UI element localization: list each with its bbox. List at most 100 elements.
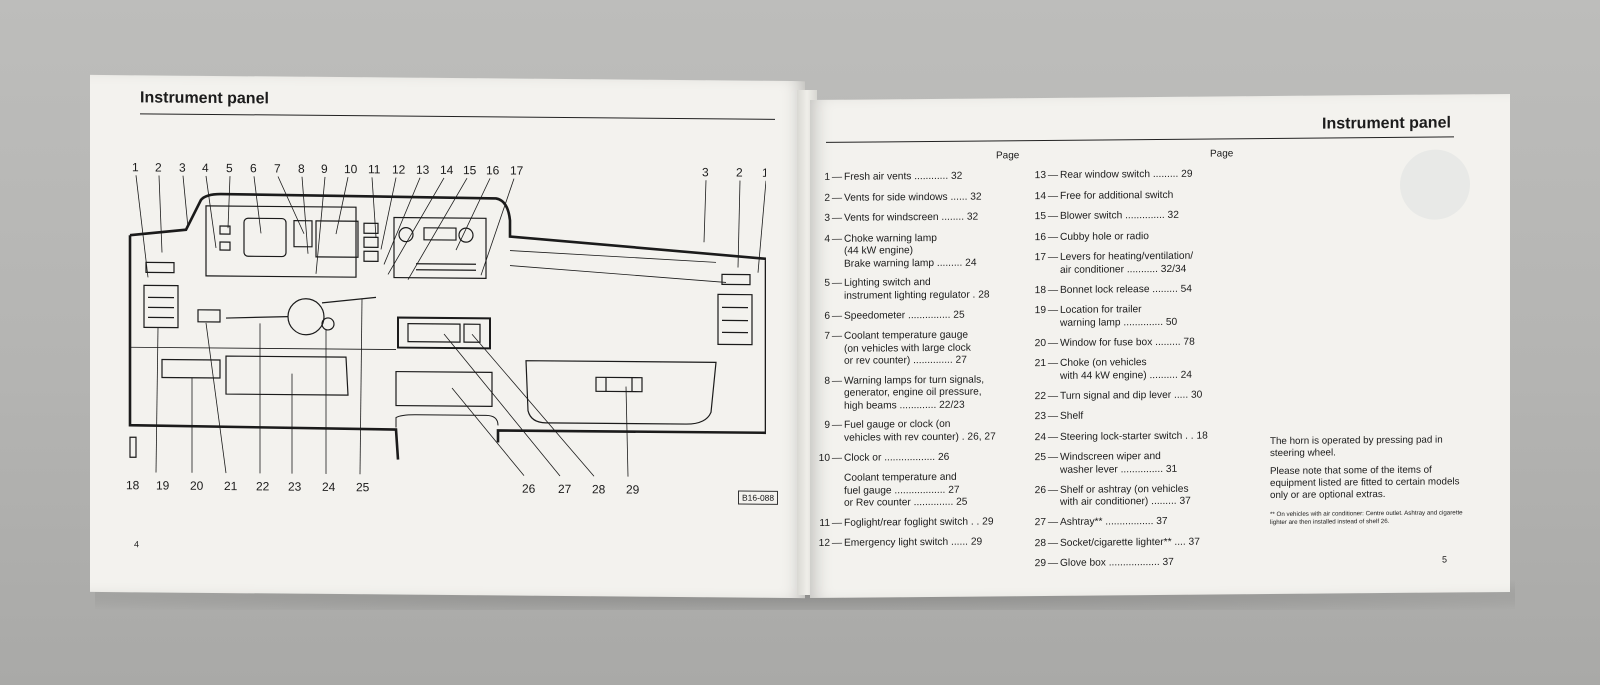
entry-text: Turn signal and dip lever ..... 30 — [1060, 389, 1203, 402]
entry-text: Fuel gauge or clock (on — [844, 418, 951, 431]
index-entry: 27—Ashtray** ................. 37 — [1016, 515, 1226, 529]
index-entry: 4—Choke warning lamp(44 kW engine)Brake … — [800, 232, 1010, 271]
index-entry: 6—Speedometer ............... 25 — [800, 309, 1010, 323]
entry-text: Levers for heating/ventilation/ — [1060, 250, 1194, 263]
entry-number: 18 — [1034, 284, 1046, 296]
horn-note: The horn is operated by pressing pad in … — [1270, 434, 1443, 460]
index-entry: 7—Coolant temperature gauge(on vehicles … — [800, 329, 1010, 368]
entry-number: 9 — [824, 419, 830, 431]
index-entry: 1—Fresh air vents ............ 32 — [800, 170, 1010, 184]
callout-bottom-20: 20 — [190, 479, 204, 493]
entry-text: Coolant temperature gauge — [844, 329, 969, 342]
title-rule-right — [826, 136, 1454, 143]
entry-text: (on vehicles with large clock — [844, 342, 971, 355]
entry-text: Shelf — [1060, 410, 1084, 422]
callout-top-2: 2 — [736, 166, 743, 180]
entry-text: generator, engine oil pressure, — [844, 386, 982, 399]
callout-top-12: 12 — [392, 163, 406, 177]
entry-text: Free for additional switch — [1060, 189, 1174, 202]
entry-text: (44 kW engine) — [844, 245, 914, 257]
entry-text: Speedometer ............... 25 — [844, 309, 965, 322]
callout-bottom-25: 25 — [356, 480, 370, 494]
see-through-circle — [1400, 149, 1470, 220]
page-title-right: Instrument panel — [1322, 114, 1451, 133]
callout-bottom-24: 24 — [322, 480, 336, 494]
entry-number: 14 — [1034, 190, 1046, 202]
index-entry: 16—Cubby hole or radio — [1016, 230, 1226, 244]
entry-number: 11 — [819, 517, 830, 529]
index-entry: 8—Warning lamps for turn signals,generat… — [800, 374, 1010, 413]
entry-number: 26 — [1034, 484, 1046, 496]
callout-bottom-29: 29 — [626, 483, 640, 497]
entry-text: Cubby hole or radio — [1060, 230, 1149, 243]
callout-top-6: 6 — [250, 161, 257, 175]
callout-top-13: 13 — [416, 163, 430, 177]
entry-text: high beams ............. 22/23 — [844, 399, 965, 412]
entry-number: 28 — [1034, 537, 1046, 549]
entry-number: 1 — [824, 171, 830, 183]
entry-text: air conditioner ........... 32/34 — [1060, 263, 1187, 276]
figure-code: B16-088 — [738, 490, 779, 505]
index-entry: 24—Steering lock-starter switch . . 18 — [1016, 430, 1226, 444]
footnote: ** On vehicles with air conditioner: Cen… — [1270, 509, 1463, 526]
callout-top-1: 1 — [762, 166, 766, 180]
index-entry: 28—Socket/cigarette lighter** .... 37 — [1016, 536, 1226, 550]
index-entry: 17—Levers for heating/ventilation/air co… — [1016, 250, 1226, 277]
callout-bottom-18: 18 — [126, 478, 140, 492]
entry-number: 27 — [1034, 516, 1046, 529]
entry-text: Ashtray** ................. 37 — [1060, 515, 1168, 528]
index-entry: 3—Vents for windscreen ........ 32 — [800, 211, 1010, 225]
callout-bottom-21: 21 — [224, 479, 238, 493]
callout-bottom-23: 23 — [288, 480, 302, 494]
entry-number: 25 — [1034, 451, 1046, 464]
notes: The horn is operated by pressing pad in … — [1270, 434, 1475, 508]
callout-top-2: 2 — [155, 160, 162, 174]
entry-text: Foglight/rear foglight switch . . 29 — [844, 515, 994, 529]
entry-text: with 44 kW engine) .......... 24 — [1060, 369, 1192, 382]
index-entry: 23—Shelf — [1016, 409, 1226, 423]
entry-text: Vents for side windows ...... 32 — [844, 191, 982, 204]
entry-number: 23 — [1034, 410, 1046, 423]
entry-number: 22 — [1034, 390, 1046, 402]
page-column-label-1: Page — [996, 150, 1020, 162]
entry-number: 4 — [824, 233, 830, 245]
entry-text: Emergency light switch ...... 29 — [844, 536, 983, 549]
entry-text: Coolant temperature and — [844, 471, 957, 484]
entry-number: 17 — [1034, 251, 1046, 264]
entry-number: 2 — [824, 192, 830, 204]
callout-top-1: 1 — [132, 160, 139, 174]
title-rule-left — [140, 113, 775, 120]
callout-top-14: 14 — [440, 163, 454, 177]
callout-top-3: 3 — [702, 165, 709, 179]
entry-text: Socket/cigarette lighter** .... 37 — [1060, 536, 1200, 549]
callout-top-9: 9 — [321, 162, 328, 176]
index-entry: 13—Rear window switch ......... 29 — [1016, 168, 1226, 182]
entry-number: 5 — [824, 277, 830, 289]
callout-top-16: 16 — [486, 163, 500, 177]
entry-number: 13 — [1034, 169, 1046, 182]
callout-bottom-27: 27 — [558, 482, 572, 496]
entry-text: Fresh air vents ............ 32 — [844, 170, 963, 183]
callout-top-8: 8 — [298, 162, 305, 176]
entry-text: fuel gauge .................. 27 — [844, 484, 960, 497]
entry-number: 3 — [824, 212, 830, 224]
callout-bottom-19: 19 — [156, 478, 170, 492]
index-entry: 11—Foglight/rear foglight switch . . 29 — [800, 516, 1010, 530]
index-entry: 22—Turn signal and dip lever ..... 30 — [1016, 389, 1226, 403]
index-entry: 12—Emergency light switch ...... 29 — [800, 536, 1010, 550]
entry-text: or Rev counter .............. 25 — [844, 496, 968, 509]
index-entry: 2—Vents for side windows ...... 32 — [800, 191, 1010, 205]
entry-text: with air conditioner) ......... 37 — [1060, 495, 1191, 508]
entry-number: 8 — [824, 375, 830, 387]
index-entry: 18—Bonnet lock release ......... 54 — [1016, 283, 1226, 297]
entry-text: instrument lighting regulator . 28 — [844, 288, 990, 302]
callout-bottom-22: 22 — [256, 479, 270, 493]
entry-text: Vents for windscreen ........ 32 — [844, 211, 979, 224]
